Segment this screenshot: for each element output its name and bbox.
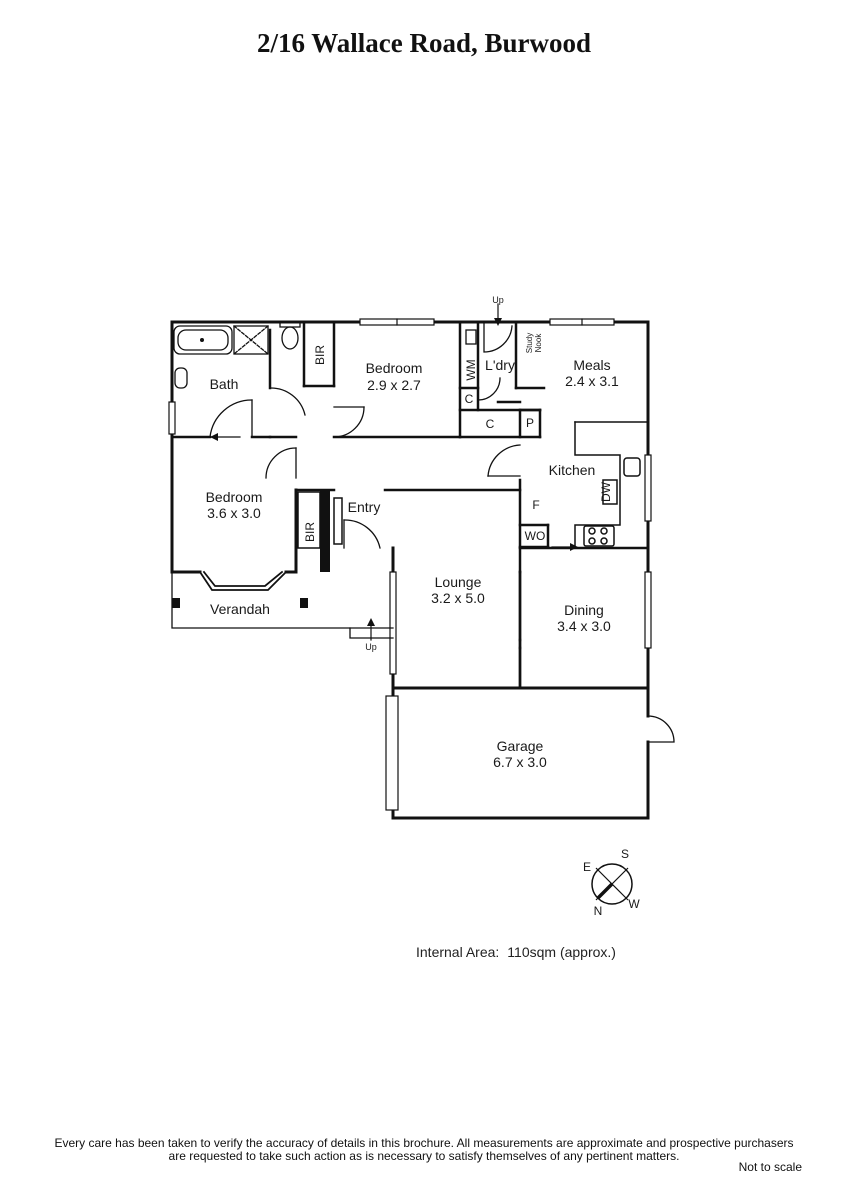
- label-bedroom-1: Bedroom: [206, 489, 263, 505]
- outer-walls: [170, 320, 650, 820]
- page-title: 2/16 Wallace Road, Burwood: [256, 28, 592, 58]
- label-dining-size: 3.4 x 3.0: [557, 618, 611, 634]
- label-bath: Bath: [210, 376, 239, 392]
- disclaimer-line-2: are requested to take such action as is …: [168, 1149, 680, 1163]
- bay-window: [198, 570, 288, 591]
- label-study-1: Study: [525, 333, 534, 353]
- compass-n: N: [594, 904, 603, 918]
- label-study-2: Nook: [534, 333, 543, 353]
- label-entry: Entry: [348, 499, 381, 515]
- windows: [168, 318, 652, 811]
- label-up-bottom: Up: [365, 642, 377, 652]
- compass: E S N W: [583, 847, 640, 918]
- label-meals: Meals: [573, 357, 610, 373]
- label-bedroom-1-size: 3.6 x 3.0: [207, 505, 261, 521]
- solid-elements: [172, 318, 578, 626]
- bathroom-fixtures: [173, 321, 477, 389]
- doors: [209, 321, 675, 743]
- label-washing-machine: WM: [464, 359, 478, 380]
- compass-s: S: [621, 847, 629, 861]
- disclaimer: Every care has been taken to verify the …: [0, 1137, 848, 1163]
- label-dishwasher: DW: [599, 481, 613, 502]
- not-to-scale: Not to scale: [738, 1160, 802, 1174]
- compass-e: E: [583, 860, 591, 874]
- label-fridge: F: [532, 498, 539, 512]
- label-wall-oven: WO: [525, 529, 546, 543]
- label-garage: Garage: [497, 738, 544, 754]
- label-kitchen: Kitchen: [549, 462, 596, 478]
- label-laundry: L'dry: [485, 357, 515, 373]
- label-bedroom-2: Bedroom: [366, 360, 423, 376]
- internal-area-value: 110sqm (approx.): [507, 944, 616, 960]
- internal-area: Internal Area: 110sqm (approx.): [416, 944, 616, 960]
- label-meals-size: 2.4 x 3.1: [565, 373, 619, 389]
- label-lounge: Lounge: [435, 574, 482, 590]
- kitchen-bench: [574, 421, 649, 549]
- label-bir-top: BIR: [313, 345, 327, 365]
- verandah-outline: [171, 571, 394, 639]
- label-dining: Dining: [564, 602, 604, 618]
- label-cupboard-1: C: [465, 392, 474, 406]
- compass-w: W: [628, 897, 640, 911]
- label-cupboard-2: C: [486, 417, 495, 431]
- label-verandah: Verandah: [210, 601, 270, 617]
- label-pantry: P: [526, 416, 534, 430]
- internal-area-label: Internal Area:: [416, 944, 500, 960]
- disclaimer-line-1: Every care has been taken to verify the …: [54, 1136, 794, 1150]
- label-bir-left: BIR: [303, 522, 317, 542]
- label-lounge-size: 3.2 x 5.0: [431, 590, 485, 606]
- label-up-top: Up: [492, 295, 504, 305]
- label-garage-size: 6.7 x 3.0: [493, 754, 547, 770]
- label-bedroom-2-size: 2.9 x 2.7: [367, 377, 421, 393]
